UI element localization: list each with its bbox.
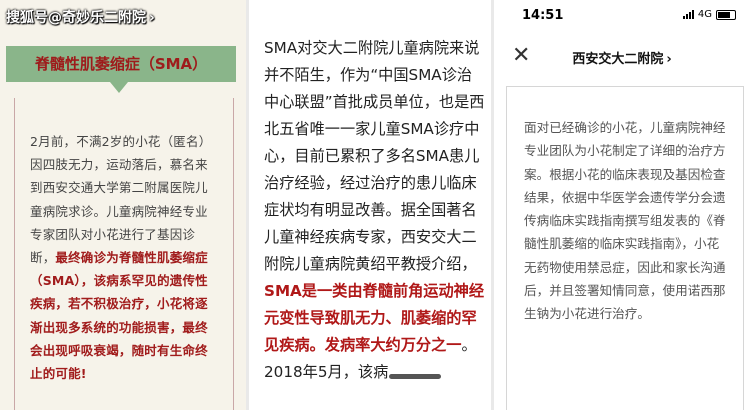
status-bar: 14:51 4G (494, 0, 750, 30)
signal-icon (682, 10, 694, 19)
watermark-text: 搜狐号@奇妙乐二附院 (6, 10, 146, 26)
paragraph-tail: 。2018年5月，该病 (264, 336, 477, 381)
paragraph-highlight: SMA是一类由脊髓前角运动神经元变性导致肌无力、肌萎缩的罕见疾病。发病率大约万分… (264, 282, 485, 354)
chevron-right-icon: › (149, 10, 155, 26)
article-paragraph: SMA对交大二附院儿童病院来说并不陌生，作为“中国SMA诊治中心联盟”首批成员单… (264, 35, 486, 386)
status-time: 14:51 (522, 8, 564, 23)
article-paragraph: 面对已经确诊的小花，儿童病院神经专业团队为小花制定了详细的治疗方案。根据小花的临… (524, 120, 726, 322)
nav-title-text: 西安交大二附院 (572, 52, 664, 67)
panel-divider-2 (491, 0, 494, 410)
article-panel-1: 搜狐号@奇妙乐二附院› 脊髓性肌萎缩症（SMA） 2月前，不满2岁的小花（匿名）… (0, 0, 246, 410)
watermark-account-link[interactable]: 搜狐号@奇妙乐二附院› (6, 7, 155, 27)
scroll-indicator[interactable] (389, 374, 441, 379)
content-frame (14, 98, 234, 410)
section-banner: 脊髓性肌萎缩症（SMA） (6, 46, 236, 82)
paragraph-text: SMA对交大二附院儿童病院来说并不陌生，作为“中国SMA诊治中心联盟”首批成员单… (264, 39, 485, 273)
chevron-right-icon: › (666, 52, 672, 67)
paragraph-text: 2月前，不满2岁的小花（匿名）因四肢无力，运动落后，慕名来到西安交通大学第二附属… (30, 134, 212, 266)
status-icons: 4G (682, 9, 736, 20)
nav-bar: ✕ 西安交大二附院› (494, 36, 750, 76)
network-label: 4G (697, 9, 712, 20)
article-panel-3: 14:51 4G ✕ 西安交大二附院› 面对已经确诊的小花，儿童病院神经专业团队… (494, 0, 750, 410)
close-icon[interactable]: ✕ (512, 43, 531, 68)
nav-title[interactable]: 西安交大二附院› (494, 48, 750, 67)
banner-pointer (110, 82, 128, 93)
content-frame (506, 86, 744, 410)
article-paragraph: 2月前，不满2岁的小花（匿名）因四肢无力，运动落后，慕名来到西安交通大学第二附属… (30, 130, 220, 385)
paragraph-highlight: 最终确诊为脊髓性肌萎缩症（SMA），该病系罕见的遗传性疾病，若不积极治疗，小花将… (30, 250, 208, 382)
article-panel-2: SMA对交大二附院儿童病院来说并不陌生，作为“中国SMA诊治中心联盟”首批成员单… (249, 0, 491, 410)
battery-icon (716, 9, 736, 20)
panel-divider-1 (246, 0, 249, 410)
